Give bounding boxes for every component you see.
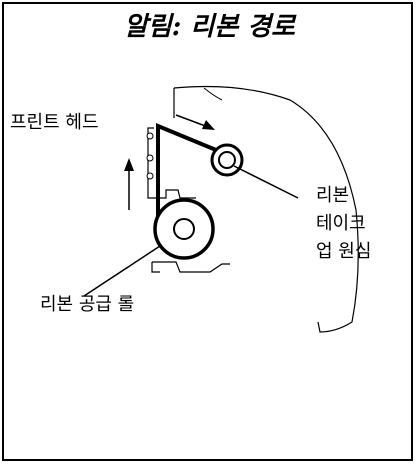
take-up-spindle-inner [218, 151, 236, 169]
take-up-label-line-1: 리본 [316, 185, 350, 206]
print-head-label: 프린트 헤드 [10, 112, 99, 133]
print-head-bracket [147, 127, 196, 199]
diagram-title: 알림: 리본 경로 [123, 12, 296, 42]
printer-housing-inner-edge [203, 87, 223, 101]
supply-roll-label: 리본 공급 롤 [40, 294, 135, 315]
diagram-frame: 알림: 리본 경로 [2, 2, 413, 461]
print-head-notch-1 [146, 132, 154, 140]
take-up-label-line-2: 테이크 [316, 213, 366, 234]
ribbon-direction-arrowhead [202, 120, 215, 130]
ribbon-direction-arrow-shaft [175, 114, 209, 128]
supply-roll-bracket [151, 261, 230, 273]
printer-housing-outline [173, 85, 359, 333]
print-head-notch-3 [146, 172, 154, 180]
take-up-label-line-3: 업 원심 [316, 241, 372, 262]
up-arrowhead [124, 158, 134, 171]
ribbon-path [156, 123, 217, 238]
take-up-leader-line [233, 165, 299, 199]
supply-roll-core [173, 218, 195, 240]
supply-roll-leader-line [83, 245, 161, 297]
take-up-spindle-label: 리본 테이크 업 원심 [316, 182, 371, 266]
print-head-notch-2 [146, 154, 154, 162]
